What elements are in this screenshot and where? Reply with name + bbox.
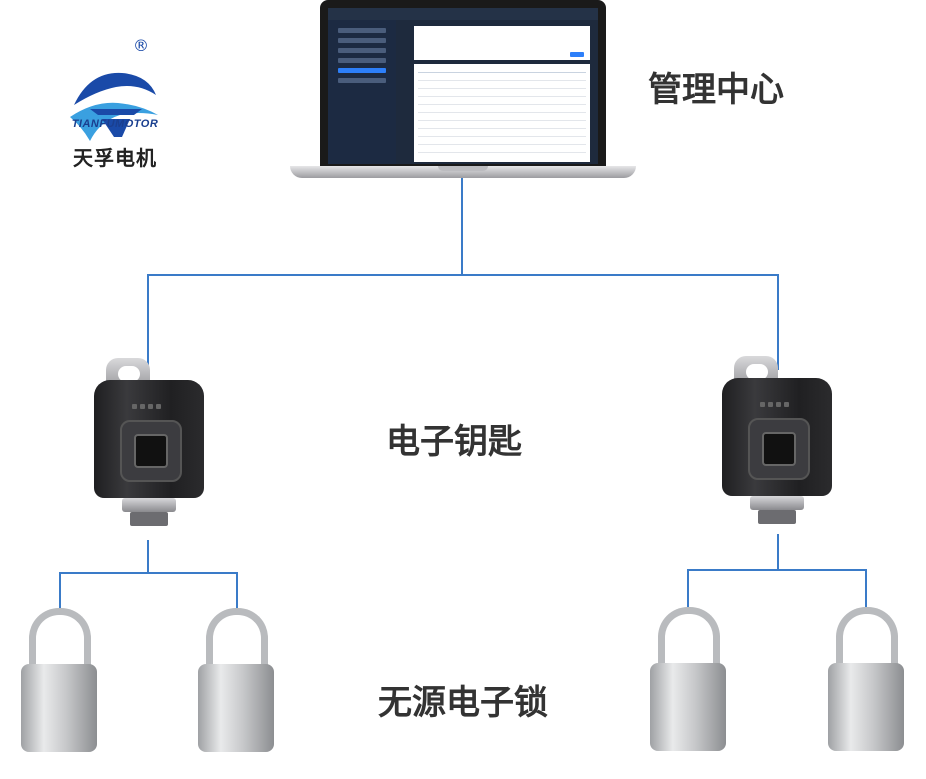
key-collar: [122, 498, 176, 512]
console-data-table: [414, 64, 590, 162]
connector-lock-4: [865, 569, 867, 607]
connector-lock-1: [59, 572, 61, 608]
padlock-shackle-icon: [29, 608, 91, 695]
padlock-body: [828, 663, 904, 751]
indicator-lights-icon: [132, 394, 166, 409]
fingerprint-sensor-icon: [134, 434, 168, 468]
key-collar: [750, 496, 804, 510]
padlock-shackle-icon: [658, 607, 720, 694]
laptop-management-console: [290, 0, 636, 180]
brand-logo-icon: [70, 72, 158, 141]
connector-lock-2: [236, 572, 238, 608]
padlock-shackle-icon: [836, 607, 898, 694]
connector-left-key-down: [147, 540, 149, 573]
console-screen: [328, 8, 598, 164]
console-filter-form: [414, 26, 590, 60]
registered-mark: ®: [133, 36, 149, 55]
fingerprint-sensor-icon: [762, 432, 796, 466]
indicator-lights-icon: [760, 392, 794, 407]
brand-name-cn: 天孚电机: [73, 146, 157, 170]
connector-right-key: [777, 274, 779, 370]
padlock-body: [650, 663, 726, 751]
brand-name-en: TIANFUMOTOR: [71, 118, 159, 130]
electronic-key-right: [722, 356, 832, 536]
laptop-hinge-notch: [438, 166, 488, 171]
connector-lock-3: [687, 569, 689, 607]
connector-left-key: [147, 274, 149, 370]
passive-padlock-1: [21, 608, 97, 752]
padlock-body: [198, 664, 274, 752]
console-sidebar: [328, 20, 396, 164]
tier-label-electronic-key: 电子钥匙: [386, 422, 522, 462]
tier-label-management-center: 管理中心: [648, 70, 784, 110]
console-topbar: [328, 8, 598, 20]
fingerprint-sensor-frame: [120, 420, 182, 482]
laptop-base: [290, 166, 636, 178]
padlock-shackle-icon: [206, 608, 268, 695]
passive-padlock-3: [650, 607, 726, 751]
passive-padlock-4: [828, 607, 904, 751]
connector-left-horizontal: [59, 572, 238, 574]
key-plug: [758, 510, 796, 524]
passive-padlock-2: [198, 608, 274, 752]
connector-right-key-down: [777, 534, 779, 570]
padlock-body: [21, 664, 97, 752]
connector-right-horizontal: [687, 569, 867, 571]
tier-label-passive-lock: 无源电子锁: [378, 683, 548, 723]
connector-laptop-down: [461, 178, 463, 275]
connector-top-horizontal: [147, 274, 779, 276]
key-plug: [130, 512, 168, 526]
electronic-key-left: [94, 358, 204, 538]
